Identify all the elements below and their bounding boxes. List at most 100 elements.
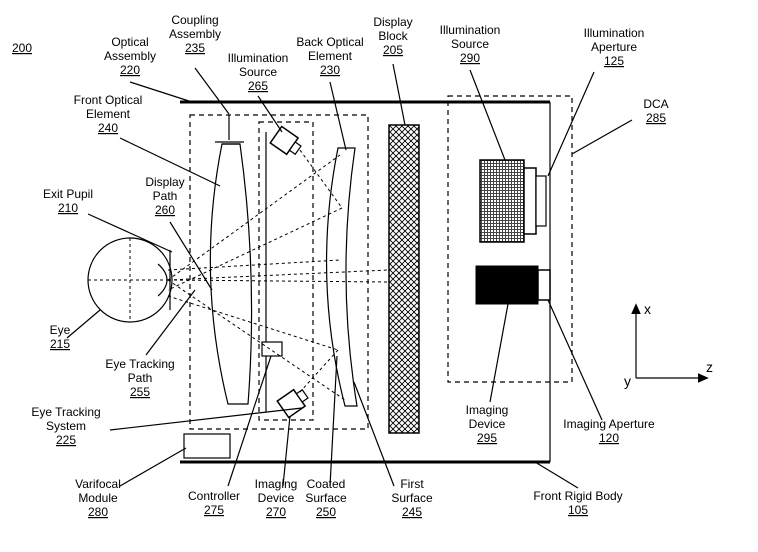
label-reference-number: 240 <box>98 121 118 135</box>
label-text: Surface <box>391 491 433 505</box>
label-text: Illumination <box>440 23 501 37</box>
label-imaging-device-right: ImagingDevice295 <box>466 403 509 445</box>
label-text: System <box>46 419 86 433</box>
label-text: Optical <box>111 35 148 49</box>
label-text: First <box>400 477 424 491</box>
label-text: Path <box>128 371 153 385</box>
label-text: Imaging Aperture <box>563 417 655 431</box>
label-text: Source <box>239 65 277 79</box>
display-block <box>389 125 419 433</box>
label-reference-number: 260 <box>155 203 175 217</box>
label-text: Coupling <box>171 13 218 27</box>
imaging-device-right <box>476 266 550 304</box>
label-controller: Controller275 <box>188 489 240 517</box>
figure-number: 200 <box>12 41 32 55</box>
eye-tracking-box <box>259 122 313 420</box>
label-reference-number: 250 <box>316 505 336 519</box>
label-text: Front Optical <box>74 93 143 107</box>
label-text: Device <box>258 491 295 505</box>
varifocal-module <box>184 434 230 458</box>
label-reference-number: 255 <box>130 385 150 399</box>
label-text: Coated <box>307 477 346 491</box>
label-text: Front Rigid Body <box>533 489 622 503</box>
label-text: Display <box>145 175 184 189</box>
label-reference-number: 235 <box>185 41 205 55</box>
label-optical-assembly: OpticalAssembly220 <box>104 35 156 77</box>
label-display-block: DisplayBlock205 <box>373 15 412 57</box>
display-path-rays <box>168 155 388 400</box>
eye <box>88 238 172 322</box>
label-text: Source <box>451 37 489 51</box>
label-front-optical-element: Front OpticalElement240 <box>74 93 143 135</box>
label-reference-number: 225 <box>56 433 76 447</box>
label-first-surface: FirstSurface245 <box>391 477 433 519</box>
label-reference-number: 295 <box>477 431 497 445</box>
label-dca: DCA285 <box>643 97 668 125</box>
label-text: Controller <box>188 489 240 503</box>
labels: OpticalAssembly220CouplingAssembly235Ill… <box>31 13 668 519</box>
label-imaging-device-left: ImagingDevice270 <box>255 477 298 519</box>
label-reference-number: 285 <box>646 111 666 125</box>
label-illumination-aperture: IlluminationAperture125 <box>584 26 645 68</box>
label-text: Imaging <box>255 477 298 491</box>
controller <box>262 342 282 356</box>
label-coated-surface: CoatedSurface250 <box>305 477 347 519</box>
label-text: Assembly <box>169 27 221 41</box>
label-text: Device <box>469 417 506 431</box>
label-reference-number: 125 <box>604 54 624 68</box>
axis-x-label: x <box>644 301 651 317</box>
eye-tracking-path-rays <box>168 150 342 392</box>
label-text: Element <box>86 107 131 121</box>
back-optical-element <box>327 148 357 406</box>
label-imaging-aperture: Imaging Aperture120 <box>563 417 655 445</box>
imaging-device-left <box>277 386 311 418</box>
label-reference-number: 210 <box>58 201 78 215</box>
label-text: Aperture <box>591 40 637 54</box>
front-optical-element <box>210 144 251 404</box>
label-text: Assembly <box>104 49 156 63</box>
label-reference-number: 270 <box>266 505 286 519</box>
illumination-source-right <box>480 160 546 242</box>
label-text: Illumination <box>584 26 645 40</box>
label-text: Module <box>78 491 118 505</box>
label-text: Illumination <box>228 51 289 65</box>
label-text: Eye Tracking <box>31 405 100 419</box>
label-text: Back Optical <box>296 35 363 49</box>
label-illumination-source-right: IlluminationSource290 <box>440 23 501 65</box>
label-reference-number: 245 <box>402 505 422 519</box>
axis-z-label: z <box>706 359 713 375</box>
label-text: Exit Pupil <box>43 187 93 201</box>
label-back-optical-element: Back OpticalElement230 <box>296 35 363 77</box>
label-eye-tracking-system: Eye TrackingSystem225 <box>31 405 100 447</box>
label-text: Eye <box>50 323 71 337</box>
label-reference-number: 290 <box>460 51 480 65</box>
label-text: Block <box>378 29 408 43</box>
label-text: Varifocal <box>75 477 121 491</box>
label-reference-number: 265 <box>248 79 268 93</box>
coupling-assembly <box>215 115 244 142</box>
label-eye-tracking-path: Eye TrackingPath255 <box>105 357 174 399</box>
label-eye: Eye215 <box>50 323 71 351</box>
label-reference-number: 215 <box>50 337 70 351</box>
label-reference-number: 220 <box>120 63 140 77</box>
label-reference-number: 280 <box>88 505 108 519</box>
label-text: Display <box>373 15 412 29</box>
illumination-source-left <box>270 126 304 158</box>
label-reference-number: 275 <box>204 503 224 517</box>
label-text: Imaging <box>466 403 509 417</box>
label-exit-pupil: Exit Pupil210 <box>43 187 93 215</box>
label-reference-number: 230 <box>320 63 340 77</box>
label-varifocal-module: VarifocalModule280 <box>75 477 121 519</box>
optical-assembly-box <box>190 115 368 429</box>
label-text: Eye Tracking <box>105 357 174 371</box>
label-text: Path <box>153 189 178 203</box>
label-front-rigid-body: Front Rigid Body105 <box>533 489 622 517</box>
label-text: Element <box>308 49 353 63</box>
label-display-path: DisplayPath260 <box>145 175 184 217</box>
label-illumination-source-left: IlluminationSource265 <box>228 51 289 93</box>
axis-y-label: y <box>624 373 631 389</box>
label-coupling-assembly: CouplingAssembly235 <box>169 13 221 55</box>
label-reference-number: 205 <box>383 43 403 57</box>
label-text: DCA <box>643 97 668 111</box>
